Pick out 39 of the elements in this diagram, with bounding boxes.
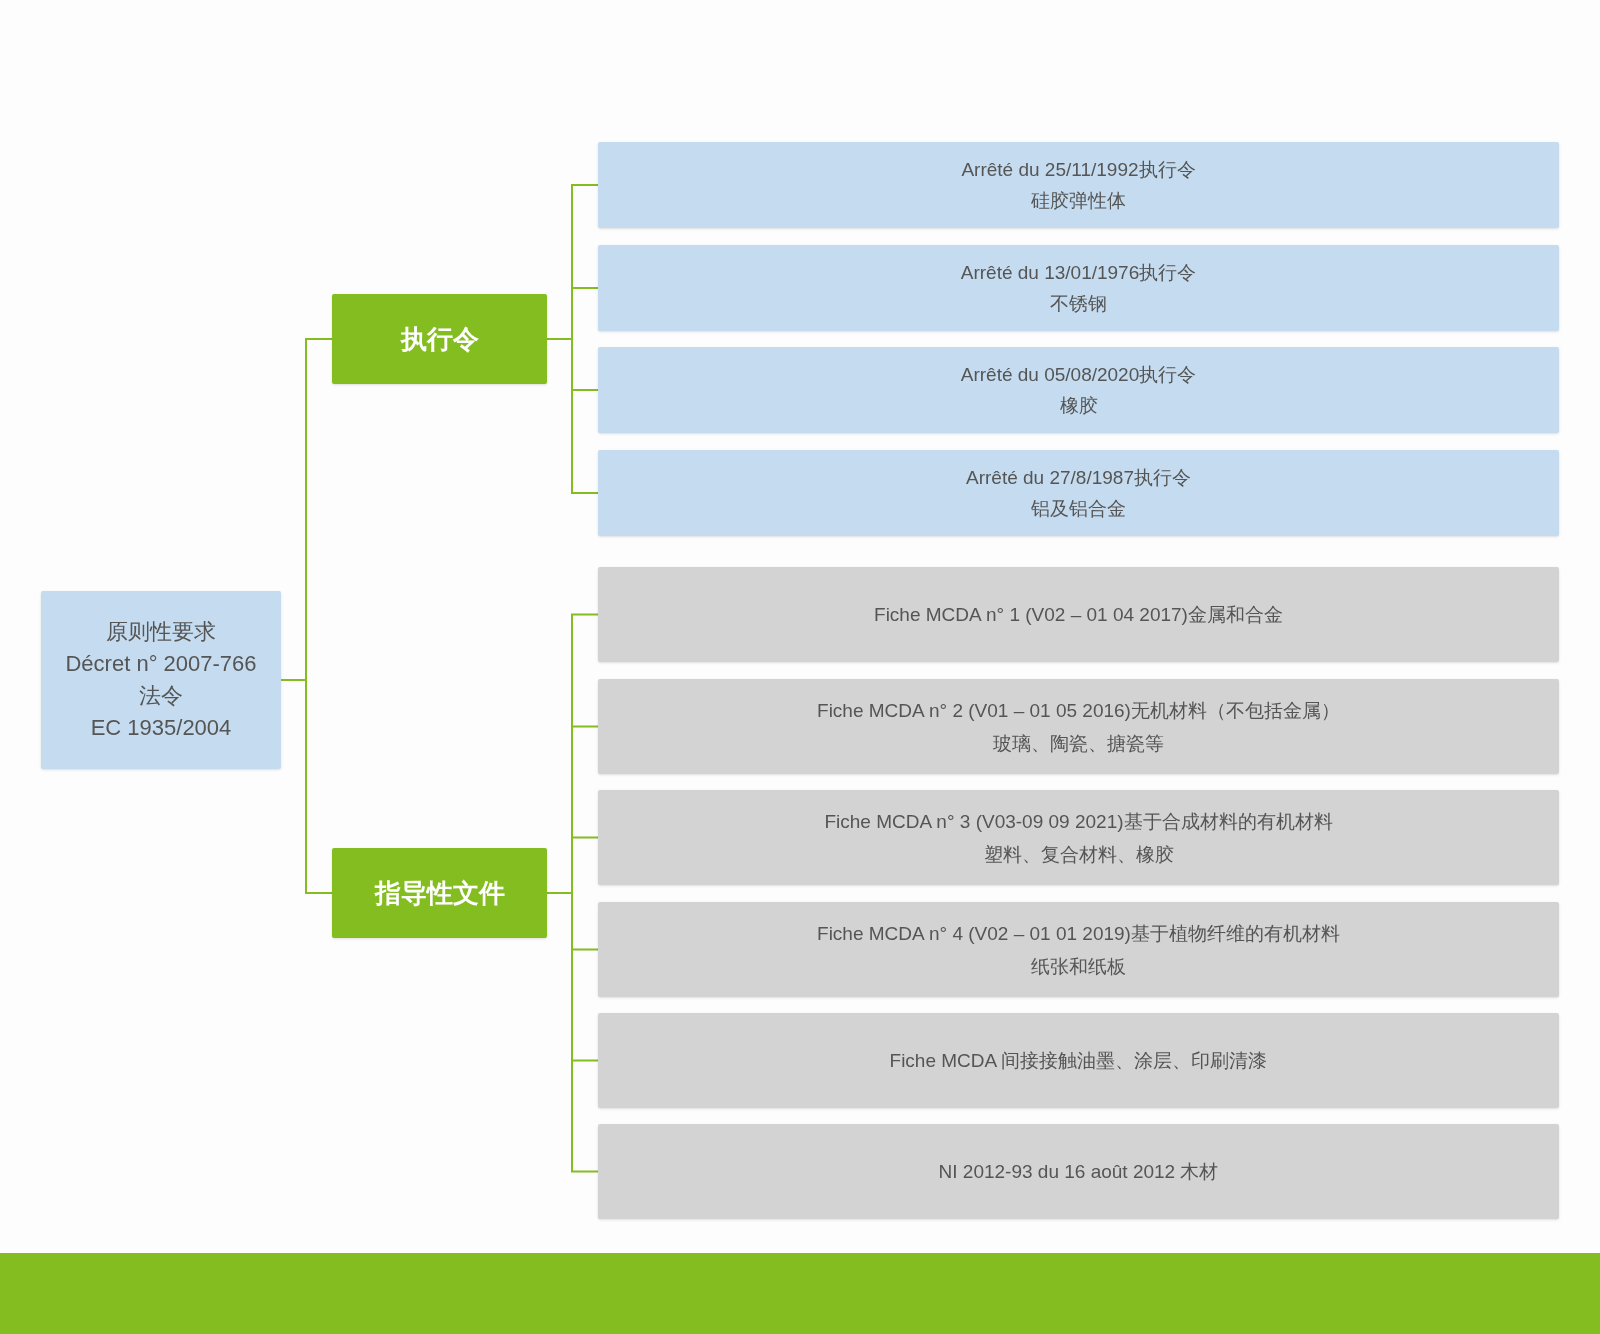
connector-line [546,338,599,494]
guidance-box [598,567,1559,662]
connector-line [280,679,333,894]
material-text: 橡胶 [1059,394,1098,418]
material-text: 不锈钢 [1050,292,1107,316]
decree-title: Arrêté du 13/01/1976执行令 [960,261,1197,285]
guidance-box [598,679,1559,774]
material-text: 塑料、复合材料、橡胶 [983,842,1174,867]
decree-title: Arrêté du 27/8/1987执行令 [966,466,1191,490]
guidance-title: Fiche MCDA n° 4 (V02 – 01 01 2019)基于植物纤维的有机材料 [817,921,1340,946]
guidance-box [598,1124,1559,1219]
guidance-title: NI 2012-93 du 16 août 2012 木材 [938,1160,1219,1184]
decree-box [598,142,1559,228]
category-title: 指导性文件 [374,876,505,910]
requirement-box [41,591,281,769]
decree-box [598,245,1559,331]
guidance-title: Fiche MCDA n° 2 (V01 – 01 05 2016)无机材料（不包括金属） [817,698,1340,723]
material-text: 硅胶弹性体 [1031,189,1126,213]
category-box [332,848,547,938]
decree-box [598,450,1559,536]
material-text: 纸张和纸板 [1031,954,1126,979]
guidance-title: Fiche MCDA 间接接触油墨、涂层、印刷清漆 [889,1049,1268,1073]
connector-line [546,892,599,1173]
guidance-box [598,790,1559,885]
guidance-title: Fiche MCDA n° 1 (V02 – 01 04 2017)金属和合金 [874,603,1283,627]
material-text: 铝及铝合金 [1031,497,1126,521]
category-box [332,294,547,384]
regulation-number: EC 1935/2004 [90,714,232,742]
category-title: 执行令 [400,322,479,356]
guidance-title: Fiche MCDA n° 3 (V03-09 09 2021)基于合成材料的有机材料 [824,809,1333,834]
requirement-text: 法令 [139,682,183,710]
guidance-box [598,1013,1559,1108]
requirement-text: 原则性要求 [106,618,216,646]
decree-title: Arrêté du 05/08/2020执行令 [960,363,1197,387]
decree-title: Arrêté du 25/11/1992执行令 [961,158,1196,182]
decree-box [598,347,1559,433]
decree-number: Décret n° 2007-766 [65,650,257,678]
material-text: 玻璃、陶瓷、搪瓷等 [993,731,1164,756]
guidance-box [598,902,1559,997]
